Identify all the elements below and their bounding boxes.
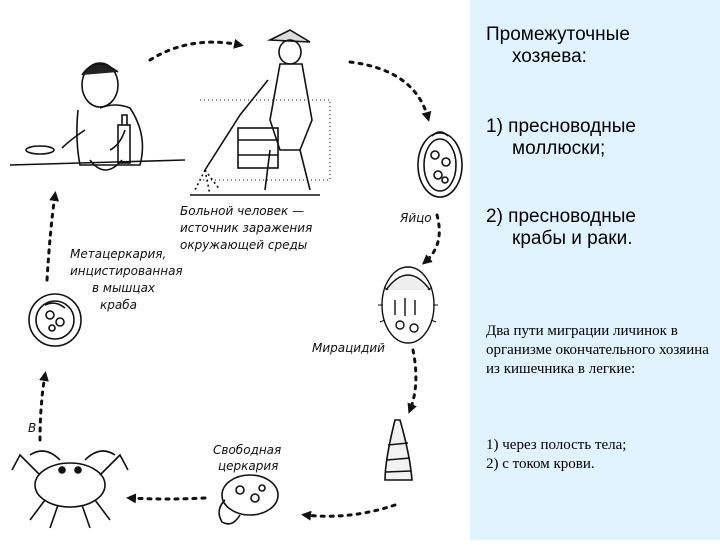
person-eating [9,62,186,171]
arrow-snail-to-cercaria [301,503,397,521]
arrow-worker-to-egg [348,60,432,122]
host1-line1: 1) пресноводные [486,116,636,137]
host-item-mollusks: 1) пресноводные моллюски; [486,116,636,160]
title-line2: хозяева: [512,46,587,67]
label-metacercaria-line2: инцистированная [70,264,183,278]
migration-text: Два пути миграции личинок в организме ок… [486,323,709,377]
sick-person-working [190,29,331,196]
arrow-person-to-worker [148,38,244,62]
egg-illustration [417,131,463,198]
arrow-miracidium-to-snail [407,348,418,414]
arrow-metacercaria-to-person [45,191,60,282]
intermediate-hosts-title: Промежуточные хозяева: [486,24,630,68]
arrow-egg-to-miracidium [421,213,441,265]
life-cycle-diagram: Больной человек — источник заражения окр… [9,29,463,529]
cercaria-illustration [218,474,279,525]
label-sick-person-line1: Больной человек — [180,204,304,218]
host2-line2: крабы и раки. [512,228,633,249]
label-metacercaria-line4: краба [100,298,137,312]
title-line1: Промежуточные [486,24,630,45]
life-cycle-illustration: Больной человек — источник заражения окр… [9,29,463,529]
label-metacercaria-line1: Метацеркария, [70,247,166,261]
host1-line2: моллюски; [512,138,606,159]
label-sick-person-line3: окружающей среды [180,238,307,252]
crab-illustration [11,450,129,529]
arrow-crab-to-metacercaria [38,371,49,442]
label-free-cercaria-line2: церкария [218,459,278,473]
cycle-arrows [38,38,441,521]
label-miracidium: Мирацидий [312,341,385,355]
miracidium-illustration [378,266,438,344]
migration-path-2: 2) с током крови. [486,456,595,472]
migration-path-1: 1) через полость тела; [486,437,627,453]
arrow-cercaria-to-crab [126,493,207,504]
label-sick-person-line2: источник заражения [180,221,312,235]
label-free-cercaria-line1: Свободная [213,443,281,457]
host2-line1: 2) пресноводные [486,206,636,227]
host-item-crabs: 2) пресноводные крабы и раки. [486,206,636,250]
metacercaria-illustration [28,293,82,347]
snail-illustration [384,419,413,481]
label-metacercaria-line3: в мышцах [92,281,156,295]
label-b-letter: В [28,421,36,435]
label-egg: Яйцо [399,211,432,225]
info-panel: Промежуточные хозяева: 1) пресноводные м… [470,0,720,540]
